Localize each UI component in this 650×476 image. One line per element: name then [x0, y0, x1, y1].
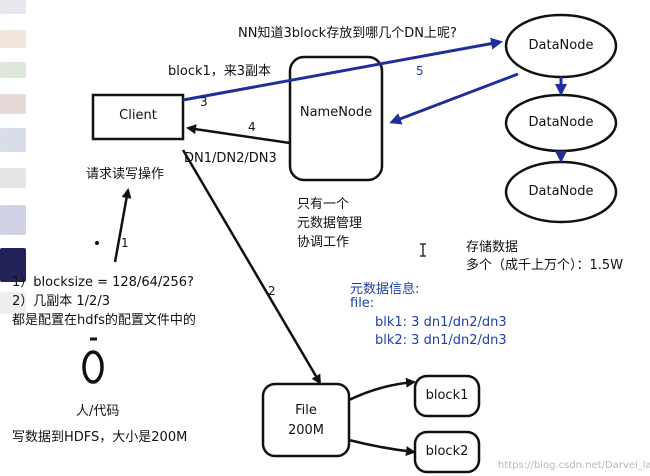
step-5-label: 5 — [416, 64, 424, 78]
arrow-datanode-to-namenode — [389, 72, 519, 125]
metadata-file: file: — [350, 296, 375, 311]
person-head-icon — [82, 350, 104, 384]
block-request-label: block1，来3副本 — [168, 64, 272, 79]
watermark: https://blog.csdn.net/Darvei_lal — [498, 460, 650, 471]
arrow-client-to-file — [181, 149, 322, 385]
namenode-caption-line-3: 协调工作 — [297, 235, 350, 250]
block1-label: block1 — [425, 388, 469, 403]
namenode-box — [288, 55, 384, 182]
strip-thumb — [0, 0, 26, 14]
strip-thumb — [0, 248, 26, 282]
storage-caption-line-2: 多个（成千上万个）：1.5W — [466, 258, 624, 273]
step-1-label: 1 — [121, 236, 129, 250]
namenode-label: NameNode — [299, 105, 373, 120]
dn-list-label: DN1/DN2/DN3 — [184, 151, 277, 166]
client-caption: 请求读写操作 — [86, 167, 165, 182]
person-caption: 人/代码 — [76, 404, 120, 419]
write-caption: 写数据到HDFS，大小是200M — [12, 430, 188, 445]
client-label: Client — [119, 108, 157, 123]
step-3-label: 3 — [200, 95, 208, 109]
arrow-file-to-block2 — [348, 438, 416, 457]
datanode-3-label: DataNode — [528, 184, 594, 199]
metadata-blk1: blk1: 3 dn1/dn2/dn3 — [375, 315, 507, 330]
client-box — [91, 93, 185, 141]
arrow-client-to-datanode — [182, 37, 503, 102]
top-question: NN知道3block存放到哪几个DN上呢? — [238, 26, 457, 41]
dot-marker — [95, 241, 99, 245]
config-note-1: 1）blocksize = 128/64/256? — [12, 275, 194, 290]
block2-label: block2 — [425, 444, 469, 459]
cursor-icon — [420, 243, 426, 257]
strip-thumb — [0, 62, 26, 78]
strip-thumb — [0, 168, 26, 188]
file-size-label: 200M — [287, 423, 325, 438]
config-note-3: 都是配置在hdfs的配置文件中的 — [12, 313, 196, 328]
datanode-2-label: DataNode — [528, 115, 594, 130]
config-note-2: 2）几副本 1/2/3 — [12, 294, 110, 309]
file-box — [261, 382, 351, 458]
strip-thumb — [0, 292, 26, 314]
strip-thumb — [0, 30, 26, 48]
file-label: File — [295, 403, 317, 418]
step-4-label: 4 — [248, 120, 256, 134]
namenode-caption-line-1: 只有一个 — [297, 197, 350, 212]
block1-box — [413, 374, 481, 418]
datanode-1-label: DataNode — [528, 38, 594, 53]
strip-thumb — [0, 94, 26, 114]
arrow-file-to-block1 — [348, 377, 416, 402]
storage-caption-line-1: 存储数据 — [466, 240, 519, 255]
metadata-title: 元数据信息: — [350, 282, 420, 297]
step-2-label: 2 — [268, 284, 276, 298]
sidebar-strip — [0, 0, 30, 320]
strip-thumb — [0, 205, 26, 235]
namenode-caption-line-2: 元数据管理 — [297, 216, 363, 231]
metadata-blk2: blk2: 3 dn1/dn2/dn3 — [375, 333, 507, 348]
arrow-namenode-to-client — [186, 124, 291, 145]
strip-thumb — [0, 128, 26, 152]
arrow-person-to-client — [113, 188, 132, 263]
